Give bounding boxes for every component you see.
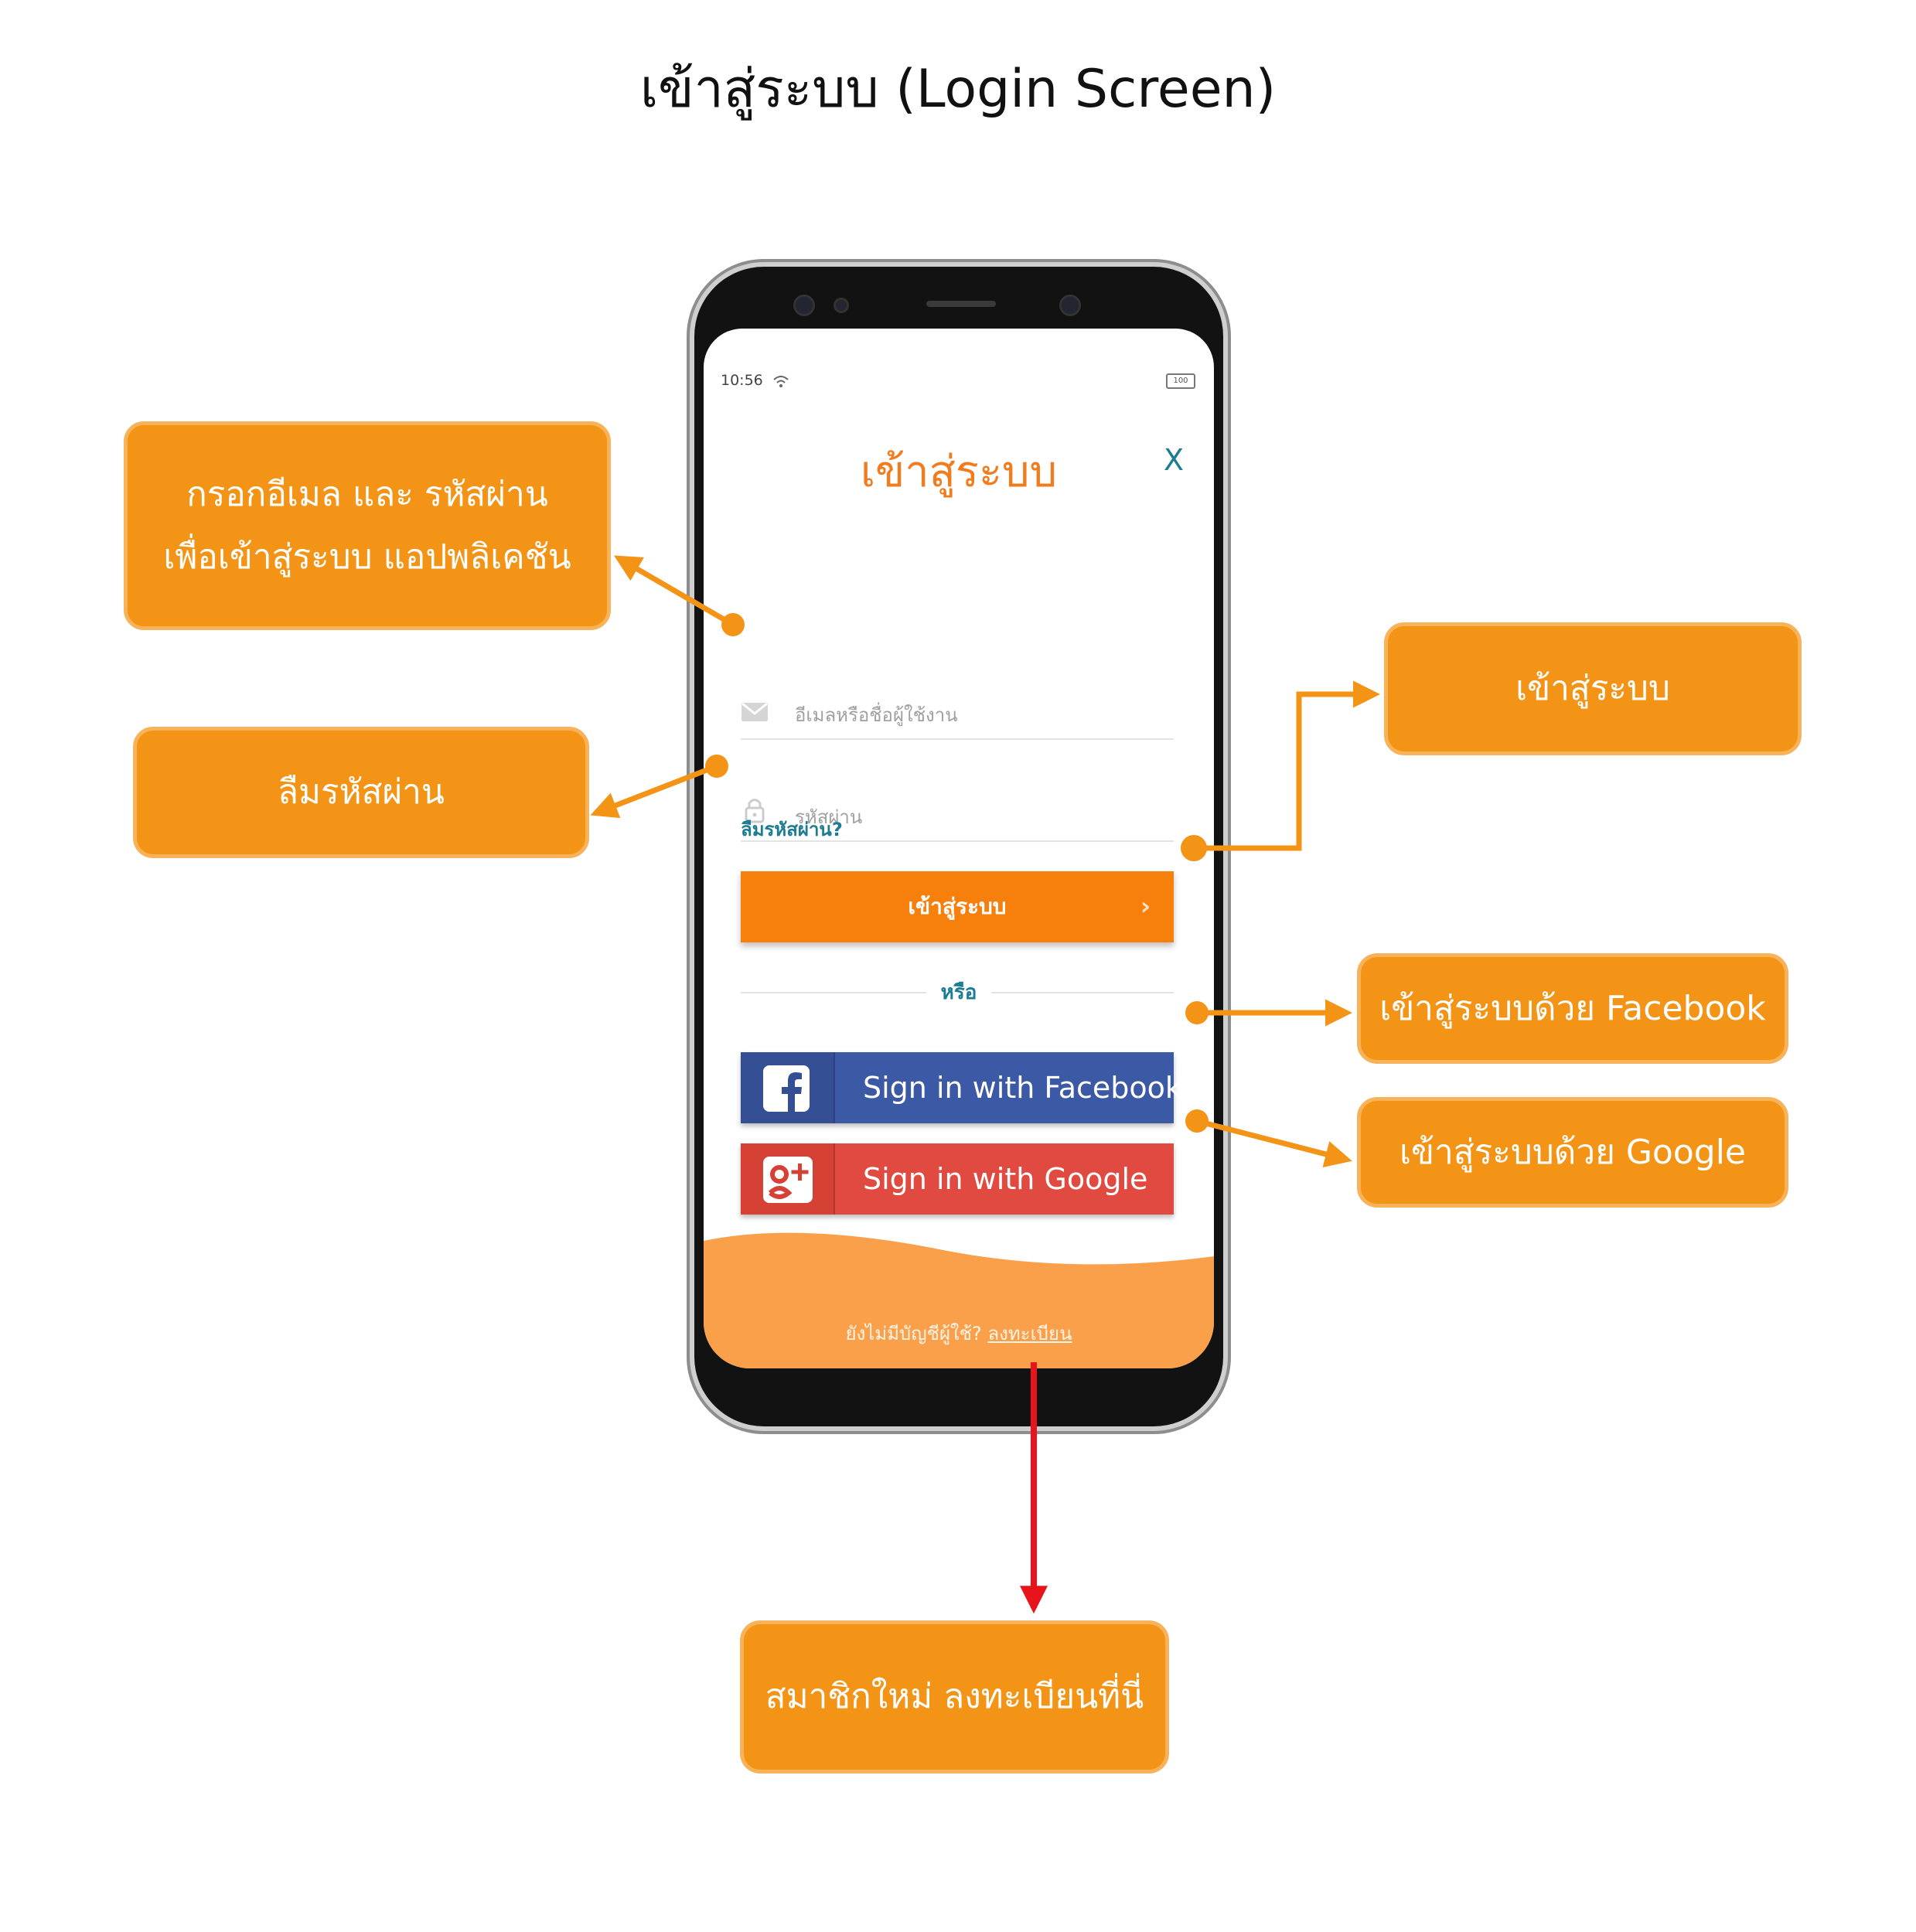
chevron-right-icon: ›: [1140, 891, 1151, 921]
callout-login: เข้าสู่ระบบ: [1384, 622, 1802, 755]
screen-title: เข้าสู่ระบบ: [860, 447, 1058, 497]
arrow-credentials: [613, 555, 745, 636]
callout-facebook: เข้าสู่ระบบด้วย Facebook: [1357, 953, 1788, 1064]
facebook-icon: [763, 1065, 810, 1112]
sensor-icon: [1059, 295, 1081, 316]
or-separator: หรือ: [940, 981, 977, 1004]
arrow-login: [1181, 680, 1380, 861]
register-footer: ยังไม่มีบัญชีผู้ใช้? ลงทะเบียน: [704, 1318, 1214, 1348]
lock-icon: [745, 799, 765, 823]
register-prompt: ยังไม่มีบัญชีผู้ใช้?: [845, 1323, 982, 1344]
facebook-icon-box: [741, 1052, 835, 1123]
callout-credentials-line2: เพื่อเข้าสู่ระบบ แอปพลิเคชัน: [163, 537, 571, 577]
arrow-google: [1185, 1109, 1352, 1167]
arrow-facebook: [1185, 999, 1352, 1027]
login-button-label: เข้าสู่ระบบ: [908, 894, 1007, 919]
wifi-icon: [773, 375, 789, 387]
front-camera-icon: [793, 295, 815, 316]
callout-forgot: ลืมรหัสผ่าน: [133, 727, 589, 858]
email-placeholder: อีเมลหรือชื่อผู้ใช้งาน: [795, 704, 958, 726]
close-icon[interactable]: X: [1164, 443, 1185, 477]
orange-wave-footer: [704, 1232, 1214, 1368]
status-time: 10:56: [721, 372, 789, 389]
password-field[interactable]: รหัสผ่าน: [741, 779, 1174, 842]
forgot-password-link[interactable]: ลืมรหัสผ่าน?: [741, 819, 843, 840]
google-plus-icon: [763, 1157, 813, 1203]
google-icon-box: [741, 1143, 835, 1215]
divider-right: [991, 992, 1174, 993]
email-field[interactable]: อีเมลหรือชื่อผู้ใช้งาน: [741, 676, 1174, 740]
google-button-label: Sign in with Google: [863, 1162, 1148, 1196]
callout-credentials-line1: กรอกอีเมล และ รหัสผ่าน: [186, 474, 548, 514]
sensor-icon: [834, 298, 849, 313]
mail-icon: [742, 702, 768, 721]
callout-credentials: กรอกอีเมล และ รหัสผ่าน เพื่อเข้าสู่ระบบ …: [124, 421, 611, 630]
battery-icon: 100: [1166, 373, 1195, 389]
google-signin-button[interactable]: Sign in with Google: [741, 1143, 1174, 1215]
password-placeholder: รหัสผ่าน: [795, 806, 863, 828]
callout-register: สมาชิกใหม่ ลงทะเบียนที่นี่: [740, 1620, 1169, 1774]
phone-mockup: 10:56 100 เข้าสู่ระบบ X อีเมลหรือชื่อผู้…: [694, 267, 1223, 1426]
facebook-signin-button[interactable]: Sign in with Facebook: [741, 1052, 1182, 1123]
login-button[interactable]: เข้าสู่ระบบ ›: [741, 871, 1174, 942]
page-title: เข้าสู่ระบบ (Login Screen): [639, 59, 1277, 120]
facebook-button-label: Sign in with Facebook: [863, 1071, 1182, 1105]
phone-screen: 10:56 100 เข้าสู่ระบบ X อีเมลหรือชื่อผู้…: [704, 329, 1214, 1368]
phone-speaker: [926, 301, 996, 307]
arrow-forgot: [590, 755, 728, 819]
callout-google: เข้าสู่ระบบด้วย Google: [1357, 1097, 1788, 1208]
divider-left: [741, 992, 926, 993]
register-link[interactable]: ลงทะเบียน: [987, 1323, 1072, 1344]
